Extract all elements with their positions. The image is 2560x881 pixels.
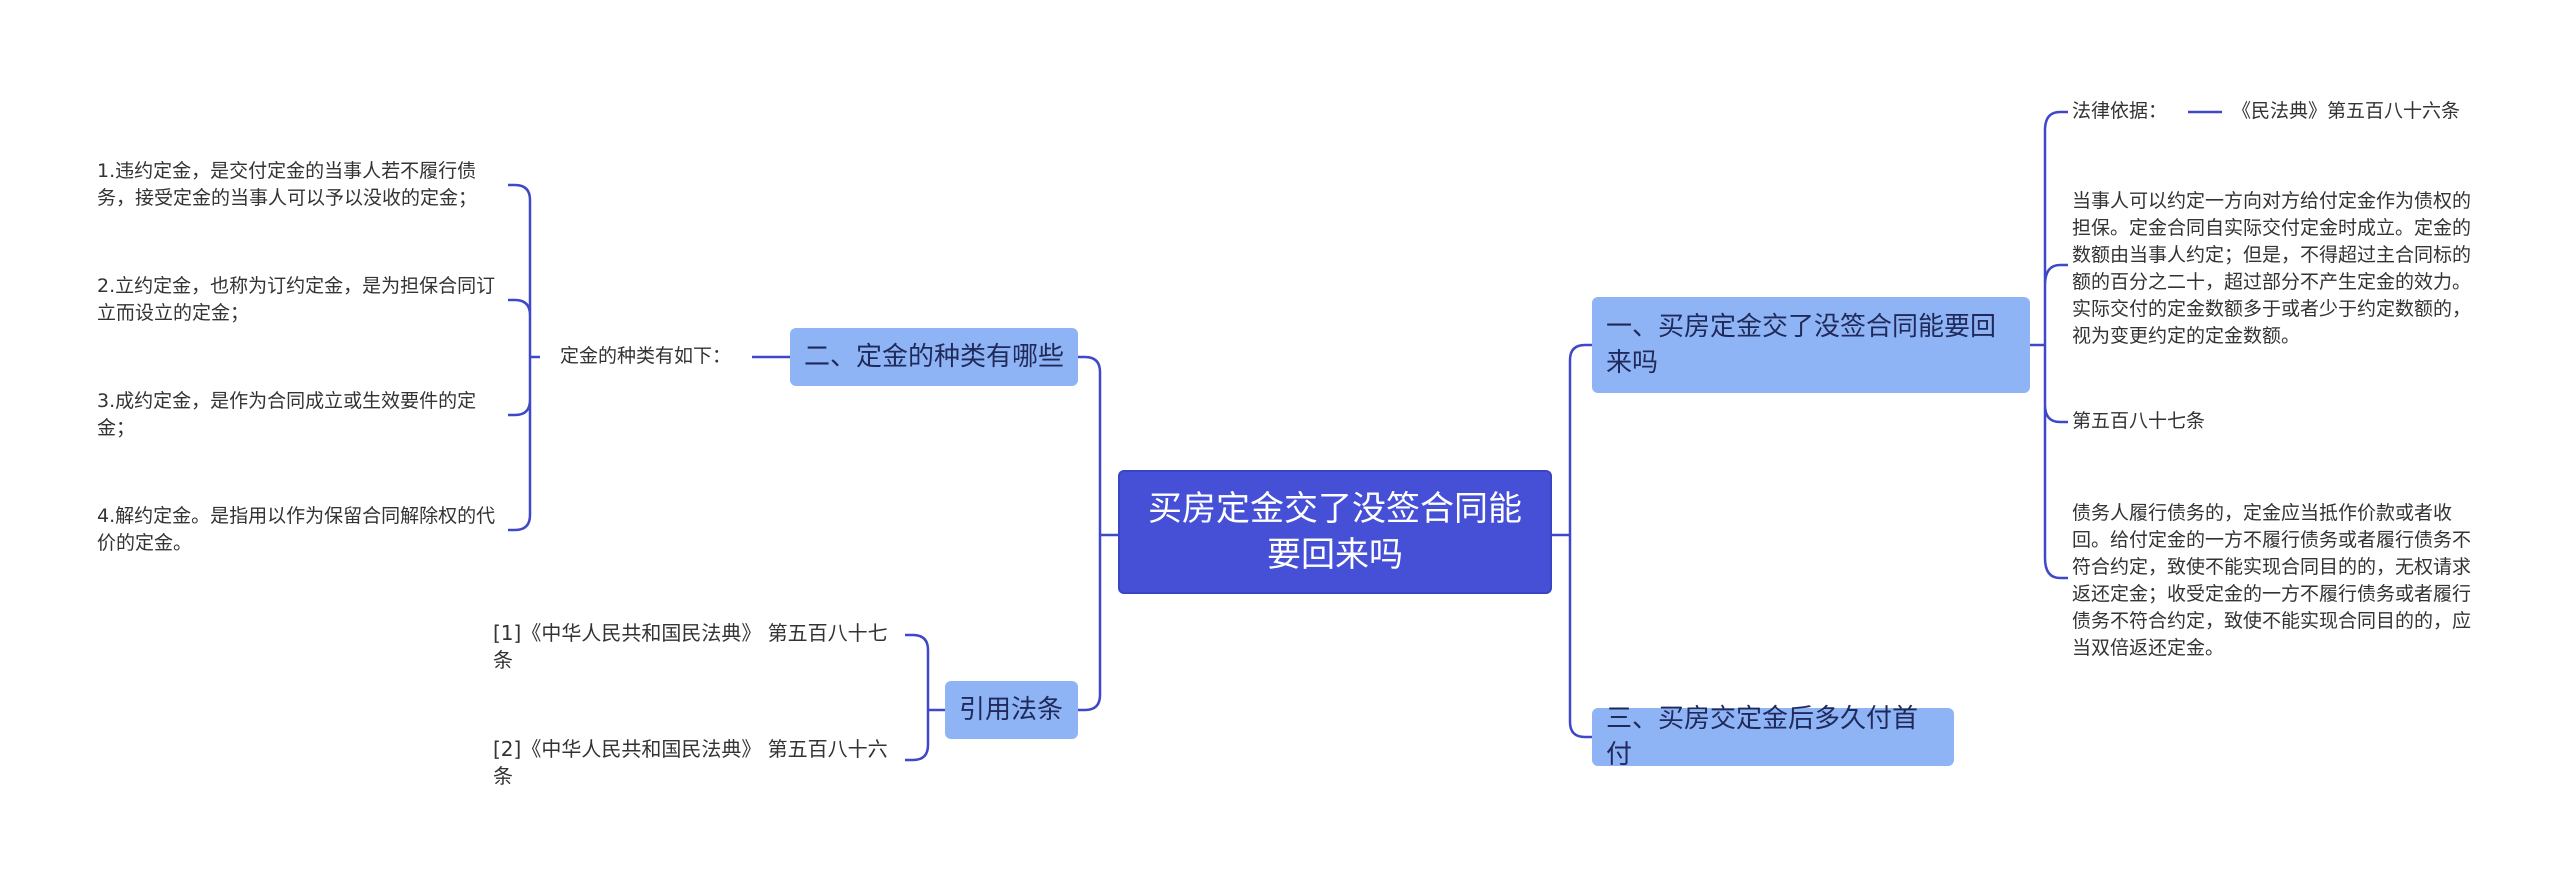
branch-types-title: 二、定金的种类有哪些 — [804, 342, 1065, 372]
types-summary: 定金的种类有如下： — [560, 345, 732, 367]
branch-types[interactable]: 二、定金的种类有哪些 — [790, 328, 1078, 386]
branch-q3-title: 三、买房交定金后多久付首付 — [1606, 704, 1919, 770]
branch-citations-title: 引用法条 — [959, 695, 1064, 725]
type-item-4: 4.解约定金。是指用以作为保留合同解除权的代价的定金。 — [97, 505, 496, 554]
basis-label: 法律依据： — [2072, 100, 2168, 122]
basis-value: 《民法典》第五百八十六条 — [2232, 100, 2461, 122]
law-article-587: 第五百八十七条 — [2072, 410, 2206, 432]
law-paragraph-587: 债务人履行债务的，定金应当抵作价款或者收回。给付定金的一方不履行债务或者履行债务… — [2072, 502, 2472, 659]
citation-item-2: [2]《中华人民共和国民法典》 第五百八十六条 — [493, 737, 888, 788]
root-node[interactable]: 买房定金交了没签合同能要回来吗 — [1118, 470, 1552, 594]
citation-item-1: [1]《中华人民共和国民法典》 第五百八十七条 — [493, 621, 888, 672]
branch-q3[interactable]: 三、买房交定金后多久付首付 — [1592, 704, 1954, 770]
type-item-2: 2.立约定金，也称为订约定金，是为担保合同订立而设立的定金； — [97, 275, 496, 324]
connector-citations — [905, 633, 945, 762]
branch-q1-title: 一、买房定金交了没签合同能要回来吗 — [1606, 312, 1997, 378]
law-paragraph-586: 当事人可以约定一方向对方给付定金作为债权的担保。定金合同自实际交付定金时成立。定… — [2072, 190, 2472, 347]
root-title: 买房定金交了没签合同能要回来吗 — [1148, 489, 1522, 575]
connector-q1-children — [2030, 110, 2068, 580]
type-item-1: 1.违约定金，是交付定金的当事人若不履行债务，接受定金的当事人可以予以没收的定金… — [97, 160, 478, 209]
branch-q1[interactable]: 一、买房定金交了没签合同能要回来吗 — [1592, 297, 2030, 393]
type-item-3: 3.成约定金，是作为合同成立或生效要件的定金； — [97, 390, 477, 439]
connector-left-trunk — [1078, 355, 1102, 712]
branch-citations[interactable]: 引用法条 — [945, 681, 1078, 739]
connector-types-items — [508, 183, 540, 532]
connector-right-trunk — [1568, 343, 1592, 739]
